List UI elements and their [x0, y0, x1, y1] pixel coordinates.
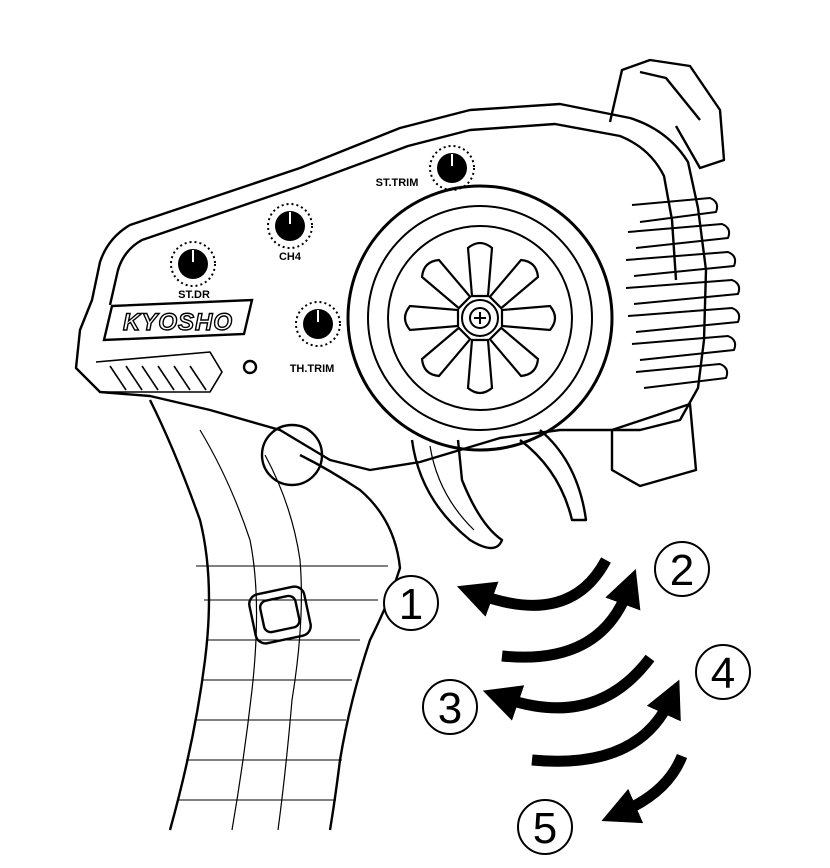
svg-text:3: 3	[438, 684, 462, 733]
dial-st-trim[interactable]: ST.TRIM	[376, 145, 475, 191]
arrow-to-3	[482, 654, 655, 721]
step-badge-5: 5	[517, 799, 573, 855]
arrow-to-1	[456, 557, 611, 617]
svg-text:4: 4	[711, 649, 735, 698]
step-badges: 1 2 3 4 5	[383, 541, 751, 855]
st-dr-label: ST.DR	[178, 289, 210, 301]
step-badge-1: 1	[383, 575, 439, 631]
st-trim-label: ST.TRIM	[376, 177, 419, 189]
th-trim-label: TH.TRIM	[290, 363, 335, 375]
svg-text:1: 1	[399, 580, 423, 629]
dial-ch4[interactable]: CH4	[267, 203, 313, 263]
arrow-to-5	[601, 753, 688, 824]
steering-wheel[interactable]	[346, 184, 614, 452]
step-badge-3: 3	[422, 679, 478, 735]
svg-text:2: 2	[670, 546, 694, 595]
dial-st-dr[interactable]: ST.DR	[170, 241, 216, 301]
motion-arrows	[456, 557, 688, 824]
step-badge-2: 2	[654, 541, 710, 597]
transmitter-body	[74, 58, 741, 831]
arrow-to-2	[501, 568, 641, 663]
brand-logo: KYOSHO	[102, 298, 254, 342]
ch4-label: CH4	[279, 251, 302, 263]
dial-th-trim[interactable]: TH.TRIM	[290, 301, 341, 375]
svg-text:5: 5	[533, 804, 557, 853]
svg-text:KYOSHO: KYOSHO	[123, 309, 233, 336]
arrow-to-4	[531, 679, 681, 767]
step-badge-4: 4	[695, 644, 751, 700]
